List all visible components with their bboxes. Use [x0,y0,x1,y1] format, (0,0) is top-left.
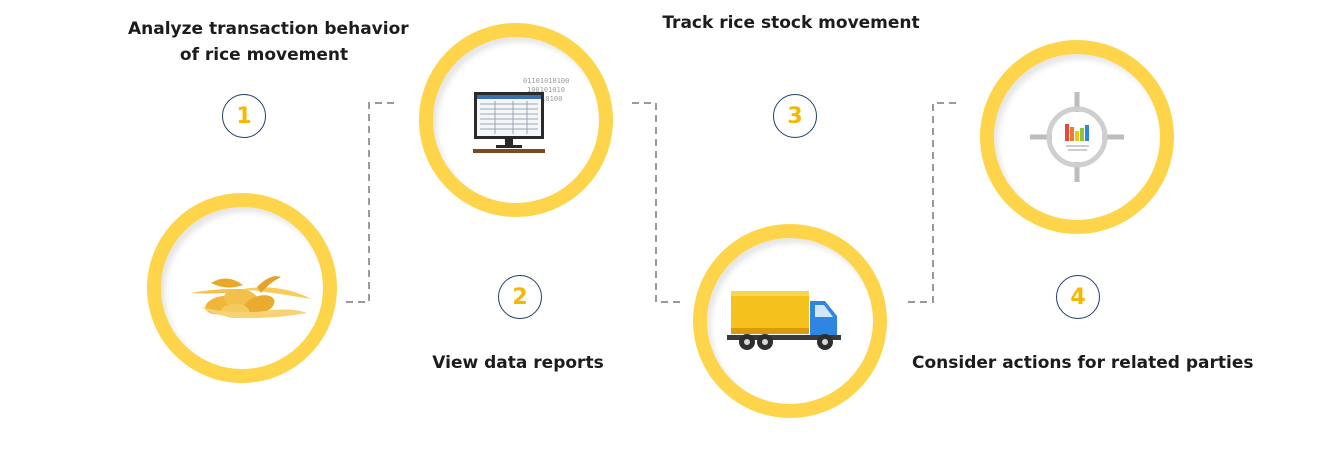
binary-text-2: 100101010 [527,86,565,94]
connector-3-4 [908,102,956,303]
connector-2-3 [632,102,684,303]
step-4-circle [980,40,1174,234]
step-3-badge: 3 [773,94,817,138]
binary-text-1: 01101010100 [523,77,569,85]
step-1-title: Analyze transaction behavior of rice mov… [128,19,409,65]
step-4-title: Consider actions for related parties [912,353,1254,373]
step-1-badge: 1 [222,94,266,138]
step-4-badge: 4 [1056,275,1100,319]
computer-monitor-icon: 01101010100 100101010 010100 [473,77,569,153]
step-3-circle [693,224,887,418]
delivery-truck-icon [727,291,841,350]
step-2-circle: 01101010100 100101010 010100 [419,23,613,217]
step-1-circle [147,193,337,383]
step-2-badge: 2 [498,275,542,319]
connector-1-2 [346,102,394,303]
step-3-title: Track rice stock movement [662,13,920,33]
step-2-title: View data reports [432,353,604,373]
binary-text-3: 010100 [537,95,562,103]
target-chart-icon [1030,92,1124,182]
rice-grains-icon [191,276,311,319]
